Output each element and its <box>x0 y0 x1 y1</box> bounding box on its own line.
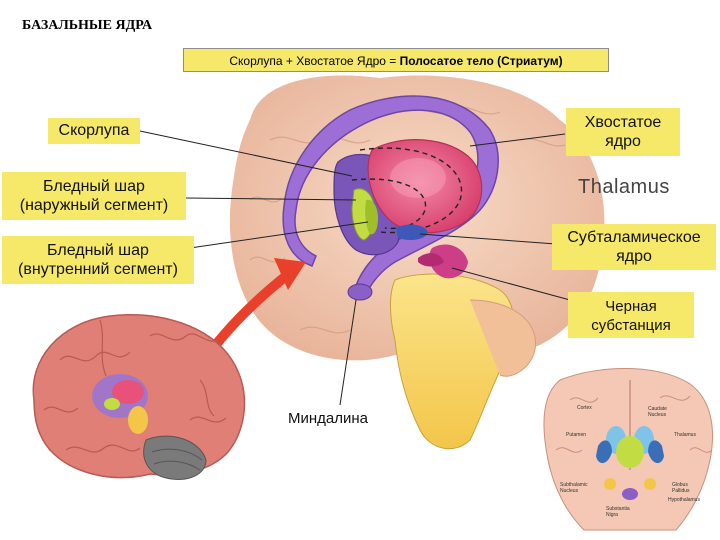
inset-globus-label: Globus Pallidus <box>672 482 690 494</box>
putamen-label: Скорлупа <box>48 118 140 144</box>
small-brain <box>32 314 246 480</box>
globus-pallidus-external-label: Бледный шар (наружный сегмент) <box>2 172 186 220</box>
inset-putamen-label: Putamen <box>566 432 587 438</box>
striatum-formula: Скорлупа + Хвостатое Ядро = Полосатое те… <box>183 48 609 72</box>
inset-nigra-label: Substantia Nigra <box>606 506 630 518</box>
inset-hypothalamus-label: Hypothalamus <box>668 497 700 503</box>
subthalamic-nucleus-label: Субталамическое ядро <box>552 224 716 270</box>
coronal-section-inset <box>543 368 713 531</box>
formula-emphasis: Полосатое тело (Стриатум) <box>399 54 563 68</box>
subthalamic-nucleus <box>396 224 428 240</box>
caudate-nucleus-label: Хвостатое ядро <box>566 108 680 156</box>
globus-pallidus-internal-label: Бледный шар (внутренний сегмент) <box>2 236 194 284</box>
amygdala-label: Миндалина <box>288 410 369 427</box>
amygdala <box>347 283 373 301</box>
page-title: БАЗАЛЬНЫЕ ЯДРА <box>22 18 153 33</box>
inset-subthalamic-label: Subthalamic Nucleus <box>560 482 588 494</box>
globus-pallidus-internal <box>365 199 378 235</box>
inset-caudate-label: Caudate Nucleus <box>648 406 667 418</box>
inset-thalamus-label: Thalamus <box>674 432 696 438</box>
inset-cortex-label: Cortex <box>577 405 592 411</box>
thalamus-label: Thalamus <box>578 176 670 198</box>
formula-text: Скорлупа + Хвостатое Ядро = <box>229 54 400 68</box>
substantia-nigra-label: Черная субстанция <box>568 292 694 338</box>
